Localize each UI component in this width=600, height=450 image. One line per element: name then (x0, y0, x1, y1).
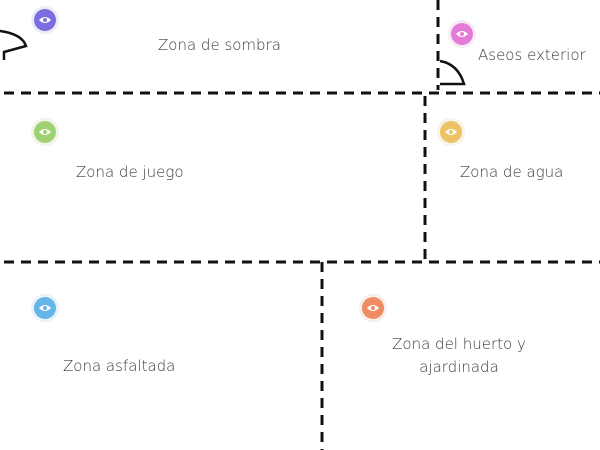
eye-icon-zona-huerto[interactable] (360, 295, 386, 321)
zone-label-aseos: Aseos exterior (478, 46, 586, 64)
eye-icon-zona-sombra[interactable] (32, 7, 58, 33)
zone-label-asfaltada: Zona asfaltada (63, 357, 176, 375)
eye-icon-zona-asfaltada[interactable] (32, 295, 58, 321)
eye-icon-zona-juego[interactable] (32, 119, 58, 145)
zone-label-sombra: Zona de sombra (158, 36, 281, 54)
zone-label-agua: Zona de agua (460, 163, 564, 181)
zone-label-juego: Zona de juego (76, 163, 184, 181)
door-icon-entrance (0, 29, 28, 60)
eye-icon-aseos-exterior[interactable] (449, 21, 475, 47)
eye-icon-zona-agua[interactable] (438, 119, 464, 145)
zone-label-huerto: Zona del huerto y ajardinada (392, 335, 526, 376)
door-icon-aseos (439, 59, 466, 86)
